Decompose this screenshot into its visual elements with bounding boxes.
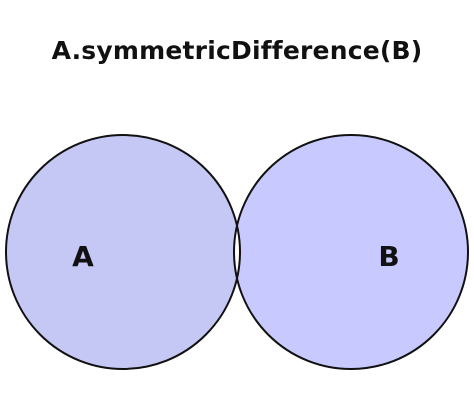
set-b-outline bbox=[233, 134, 469, 370]
diagram-title: A.symmetricDifference(B) bbox=[51, 36, 423, 65]
set-a-circle bbox=[6, 135, 240, 369]
set-b-label: B bbox=[378, 240, 399, 273]
set-b-circle bbox=[234, 135, 468, 369]
set-a-outline bbox=[5, 134, 241, 370]
set-a-label: A bbox=[72, 240, 94, 273]
